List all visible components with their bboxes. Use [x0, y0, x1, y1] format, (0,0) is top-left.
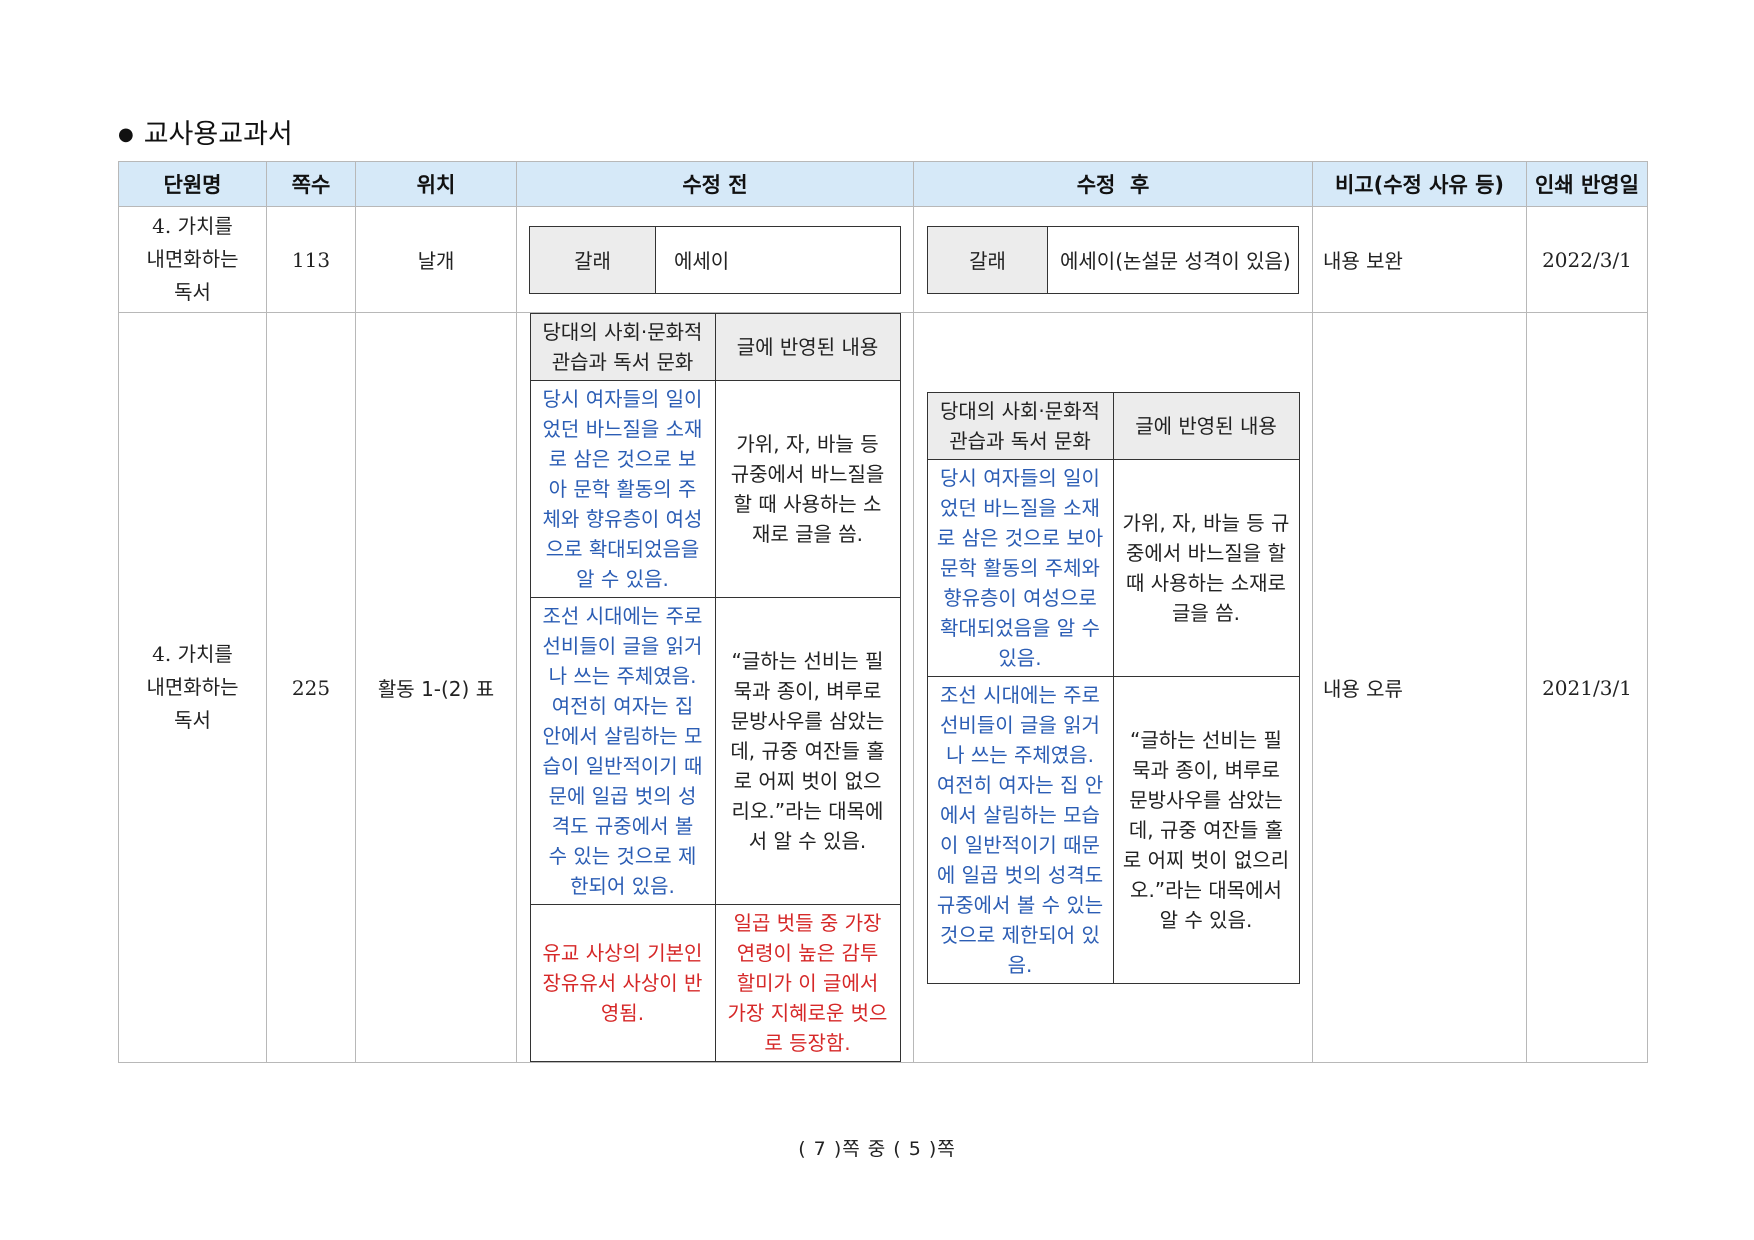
note-cell: 내용 보완 — [1312, 206, 1527, 313]
page-cell: 113 — [266, 206, 356, 313]
genre-value: 에세이 — [655, 225, 901, 294]
header-page: 쪽수 — [266, 161, 356, 207]
inner-cell-right: 일곱 벗들 중 가장 연령이 높은 감투 할미가 이 글에서 가장 지혜로운 벗… — [714, 904, 901, 1062]
unit-line: 독서 — [174, 708, 211, 732]
page-footer: ( 7 )쪽 중 ( 5 )쪽 — [798, 1138, 956, 1160]
after-content-table: 당대의 사회·문화적 관습과 독서 문화 글에 반영된 내용 당시 여자들의 일… — [926, 391, 1300, 984]
inner-cell-right: 가위, 자, 바늘 등 규중에서 바느질을 할 때 사용하는 소재로 글을 씀. — [1112, 458, 1300, 677]
genre-label: 갈래 — [927, 225, 1048, 294]
header-position: 위치 — [355, 161, 517, 207]
unit-line: 내면화하는 — [146, 675, 239, 699]
unit-line: 독서 — [174, 280, 211, 304]
before-content-table: 당대의 사회·문화적 관습과 독서 문화 글에 반영된 내용 당시 여자들의 일… — [529, 313, 901, 1062]
inner-cell-right: “글하는 선비는 필묵과 종이, 벼루로 문방사우를 삼았는데, 규중 여잔들 … — [1112, 675, 1300, 984]
inner-cell-left: 유교 사상의 기본인 장유유서 사상이 반영됨. — [529, 904, 716, 1062]
inner-cell-left: 조선 시대에는 주로 선비들이 글을 읽거나 쓰는 주체였음. 여전히 여자는 … — [926, 675, 1114, 984]
section-title-text: 교사용교과서 — [143, 119, 293, 150]
genre-box-after: 갈래 에세이(논설문 성격이 있음) — [927, 225, 1299, 294]
before-cell: 당대의 사회·문화적 관습과 독서 문화 글에 반영된 내용 당시 여자들의 일… — [516, 312, 914, 1063]
table-row: 4. 가치를 내면화하는 독서 225 활동 1-(2) 표 당대의 사회·문화… — [118, 312, 1648, 1063]
inner-cell-right: 가위, 자, 바늘 등 규중에서 바느질을 할 때 사용하는 소재로 글을 씀. — [714, 380, 901, 598]
unit-line: 4. 가치를 — [152, 642, 233, 666]
inner-header-left: 당대의 사회·문화적 관습과 독서 문화 — [529, 313, 716, 381]
inner-header-right: 글에 반영된 내용 — [714, 313, 901, 381]
inner-header-left: 당대의 사회·문화적 관습과 독서 문화 — [926, 391, 1114, 460]
header-before: 수정 전 — [516, 161, 914, 207]
page-cell: 225 — [266, 312, 356, 1063]
revision-table: 단원명 쪽수 위치 수정 전 수정 후 비고(수정 사유 등) 인쇄 반영일 4… — [118, 161, 1648, 1063]
unit-cell: 4. 가치를 내면화하는 독서 — [118, 312, 267, 1063]
inner-cell-right: “글하는 선비는 필묵과 종이, 벼루로 문방사우를 삼았는데, 규중 여잔들 … — [714, 597, 901, 905]
header-after: 수정 후 — [913, 161, 1313, 207]
date-cell: 2022/3/1 — [1526, 206, 1648, 313]
inner-cell-left: 당시 여자들의 일이었던 바느질을 소재로 삼은 것으로 보아 문학 활동의 주… — [529, 380, 716, 598]
bullet-icon: ● — [118, 124, 134, 145]
header-unit: 단원명 — [118, 161, 267, 207]
genre-box-before: 갈래 에세이 — [529, 225, 901, 294]
unit-line: 4. 가치를 — [152, 214, 233, 238]
position-cell: 날개 — [355, 206, 517, 313]
position-cell: 활동 1-(2) 표 — [355, 312, 517, 1063]
unit-line: 내면화하는 — [146, 247, 239, 271]
note-cell: 내용 오류 — [1312, 312, 1527, 1063]
section-title: ● 교사용교과서 — [118, 112, 293, 151]
genre-value: 에세이(논설문 성격이 있음) — [1047, 225, 1299, 294]
date-cell: 2021/3/1 — [1526, 312, 1648, 1063]
table-row: 4. 가치를 내면화하는 독서 113 날개 갈래 에세이 — [118, 206, 1648, 313]
before-cell: 갈래 에세이 — [516, 206, 914, 313]
inner-header-right: 글에 반영된 내용 — [1112, 391, 1300, 460]
header-note: 비고(수정 사유 등) — [1312, 161, 1527, 207]
unit-cell: 4. 가치를 내면화하는 독서 — [118, 206, 267, 313]
after-cell: 갈래 에세이(논설문 성격이 있음) — [913, 206, 1313, 313]
inner-cell-left: 조선 시대에는 주로 선비들이 글을 읽거나 쓰는 주체였음. 여전히 여자는 … — [529, 597, 716, 905]
header-row: 단원명 쪽수 위치 수정 전 수정 후 비고(수정 사유 등) 인쇄 반영일 — [118, 161, 1648, 207]
after-cell: 당대의 사회·문화적 관습과 독서 문화 글에 반영된 내용 당시 여자들의 일… — [913, 312, 1313, 1063]
inner-cell-left: 당시 여자들의 일이었던 바느질을 소재로 삼은 것으로 보아 문학 활동의 주… — [926, 458, 1114, 677]
header-date: 인쇄 반영일 — [1526, 161, 1648, 207]
genre-label: 갈래 — [529, 225, 656, 294]
